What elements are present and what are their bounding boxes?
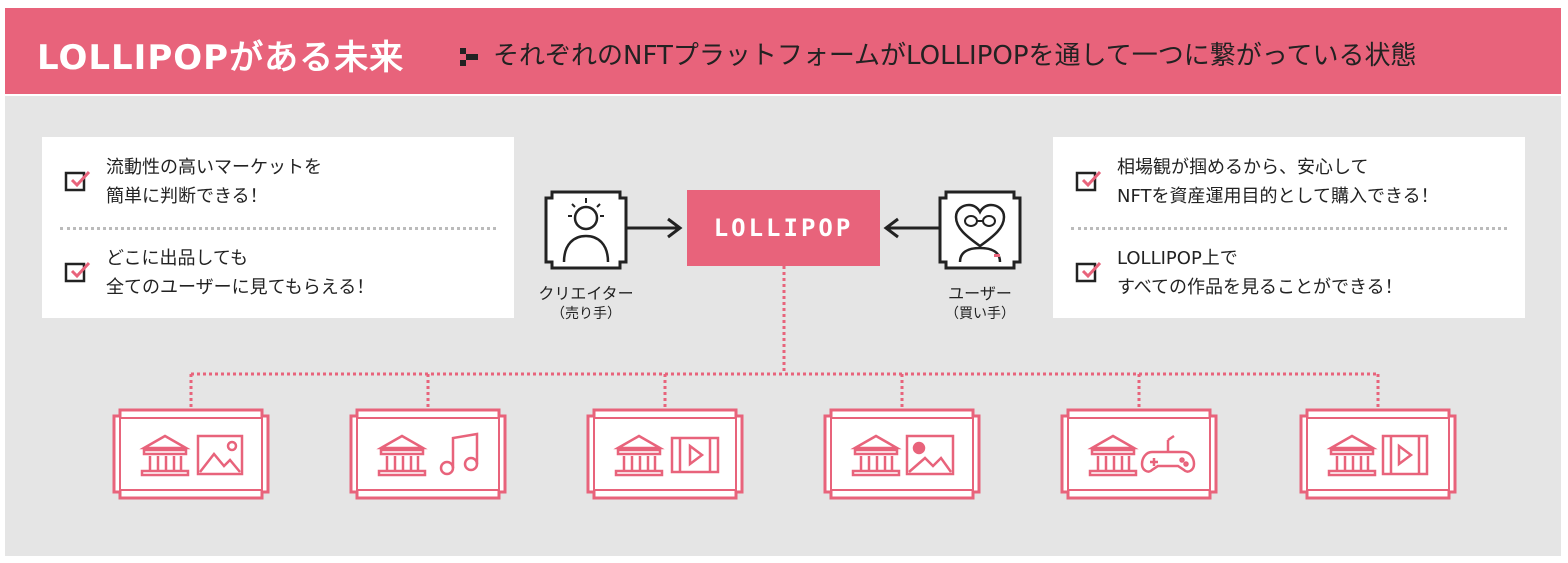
platform-image [112, 408, 270, 500]
checkbox-icon [64, 170, 91, 192]
image-icon [196, 434, 244, 476]
music-icon [439, 432, 479, 476]
checkbox-icon [1075, 261, 1102, 283]
pixel-arrow-icon [460, 48, 478, 66]
benefit-line1: どこに出品しても [106, 248, 249, 269]
divider [1071, 227, 1507, 230]
checkbox-icon [1075, 170, 1102, 192]
benefit-line2: NFTを資産運用目的として購入できる！ [1117, 186, 1439, 207]
video-icon [670, 436, 720, 474]
photo-icon [905, 434, 955, 476]
gamepad-icon [1140, 434, 1196, 473]
museum-icon [139, 434, 191, 477]
benefit-line2: 簡単に判断できる！ [106, 186, 268, 207]
creator-label: クリエイター [538, 284, 634, 303]
museum-icon [1326, 434, 1378, 477]
creator-icon [544, 190, 628, 270]
platform-video-2 [1299, 408, 1457, 500]
user-icon [938, 190, 1022, 270]
divider [60, 227, 496, 230]
lollipop-label: LOLLIPOP [713, 214, 854, 242]
checkbox-icon [64, 261, 91, 283]
platform-music [349, 408, 507, 500]
museum-icon [850, 434, 902, 477]
benefit-line2: すべての作品を見ることができる！ [1117, 277, 1403, 298]
user-label: ユーザー [948, 284, 1012, 303]
museum-icon [376, 434, 428, 477]
museum-icon [1087, 434, 1139, 477]
seller-benefits-card: 流動性の高いマーケットを 簡単に判断できる！ どこに出品しても 全てのユーザーに… [42, 137, 514, 318]
page-title: LOLLIPOPがある未来 [37, 38, 405, 78]
video-icon [1381, 434, 1429, 476]
page-subtitle: それぞれのNFTプラットフォームがLOLLIPOPを通して一つに繋がっている状態 [493, 41, 1417, 71]
header-banner: LOLLIPOPがある未来 それぞれのNFTプラットフォームがLOLLIPOPを… [5, 8, 1561, 94]
benefit-line2: 全てのユーザーに見てもらえる！ [106, 277, 375, 298]
user-sublabel: （買い手） [945, 306, 1015, 322]
buyer-benefits-card: 相場観が掴めるから、安心して NFTを資産運用目的として購入できる！ LOLLI… [1053, 137, 1525, 318]
benefit-line1: LOLLIPOP上で [1117, 248, 1238, 269]
platform-video [586, 408, 744, 500]
museum-icon [613, 434, 665, 477]
platform-game [1060, 408, 1218, 500]
benefit-line1: 流動性の高いマーケットを [106, 157, 322, 178]
benefit-line1: 相場観が掴めるから、安心して [1117, 157, 1369, 178]
lollipop-hub: LOLLIPOP [687, 190, 880, 266]
platform-photo [823, 408, 981, 500]
creator-sublabel: （売り手） [551, 306, 621, 322]
